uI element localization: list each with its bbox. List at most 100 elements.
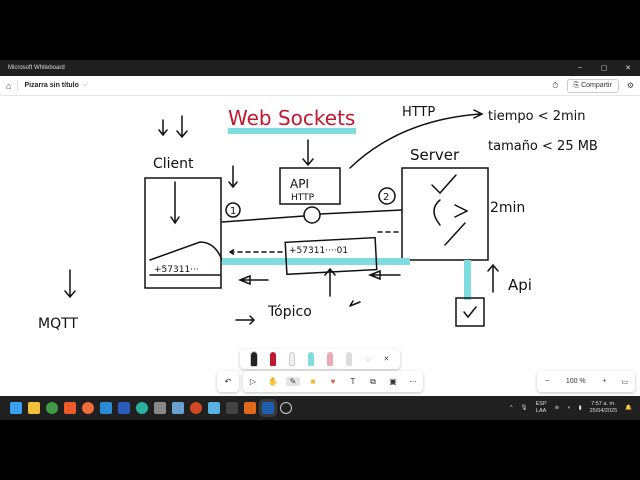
api-pipe (464, 260, 471, 300)
whiteboard-canvas[interactable]: Web Sockets HTTP tiempo < 2min tamaño < … (0, 96, 640, 395)
board-title: Web Sockets (228, 106, 355, 130)
notification-icon[interactable]: 🔔 (625, 405, 632, 411)
hand-icon[interactable]: ✋ (268, 377, 278, 386)
client-label: Client (153, 156, 194, 172)
volume-icon[interactable]: ◖ (567, 405, 571, 411)
size-rule: tamaño < 25 MB (488, 139, 598, 154)
templates-icon[interactable]: ▣ (389, 377, 397, 386)
client-phone: +57311··· (154, 265, 199, 275)
step-2: 2 (383, 192, 389, 203)
word-icon[interactable] (118, 402, 130, 414)
white-pen[interactable] (288, 352, 295, 366)
mqtt-arrow (64, 269, 76, 299)
api-box-label-2: HTTP (291, 193, 315, 203)
zoom-in-button[interactable]: + (602, 378, 607, 385)
undo-button[interactable]: ↶ (224, 377, 232, 386)
brave-icon[interactable] (64, 402, 76, 414)
app-icon[interactable] (82, 402, 94, 414)
fit-screen-icon[interactable]: ▭ (621, 378, 629, 386)
api-box (279, 167, 341, 205)
close-button[interactable]: ✕ (625, 65, 631, 72)
wifi-icon[interactable]: ≋ (554, 405, 560, 411)
sticky-note-icon[interactable]: ■ (310, 377, 316, 386)
clock[interactable]: 7:57 a. m.25/04/2025 (590, 401, 618, 415)
app-icon[interactable] (280, 402, 292, 414)
ruler[interactable] (346, 352, 353, 366)
device-box (455, 297, 485, 327)
zoom-out-button[interactable]: − (545, 378, 550, 385)
divider (17, 80, 19, 91)
pen-tray: ◌ ✕ (240, 349, 400, 369)
server-inner (431, 174, 469, 246)
arrow-to-rules (349, 109, 484, 169)
share-label: Compartir (581, 81, 612, 89)
black-pen[interactable] (249, 351, 258, 367)
microphone-icon[interactable]: 🎙 (520, 405, 528, 411)
zoom-bar: − 100 % + ▭ (537, 371, 635, 392)
edge-icon[interactable] (136, 402, 148, 414)
vscode-icon[interactable] (100, 402, 112, 414)
share-icon: ⎘ (573, 81, 582, 89)
heart-reaction-icon[interactable]: ♥ (330, 377, 336, 386)
zoom-level[interactable]: 100 % (565, 378, 586, 385)
time-rule: tiempo < 2min (488, 109, 586, 124)
red-pen[interactable] (269, 352, 276, 366)
down-arrows-1 (228, 165, 238, 189)
board-title[interactable]: Pizarra sin título (24, 82, 79, 89)
select-icon[interactable]: ▷ (249, 377, 257, 386)
dashed-arrow (229, 231, 403, 256)
connection-line (221, 209, 403, 223)
share-button[interactable]: ⎘ Compartir (566, 78, 619, 93)
http-label: HTTP (402, 105, 435, 120)
main-toolbar: ▷ ✋ ✎ ■ ♥ T ⧉ ▣ ··· (243, 371, 423, 392)
terminal-icon[interactable] (226, 402, 238, 414)
date: 25/04/2025 (589, 408, 618, 414)
start-icon[interactable] (10, 402, 22, 414)
topic-arrows (235, 300, 361, 325)
layout: LAA (535, 408, 547, 414)
powerpoint-icon[interactable] (190, 402, 202, 414)
topic-phone: +57311····01 (289, 246, 348, 256)
minimize-button[interactable]: – (578, 64, 582, 71)
app-icon[interactable] (172, 402, 184, 414)
title-highlight (228, 128, 356, 134)
arrows-bottom (237, 267, 401, 297)
shapes-icon[interactable]: ⧉ (370, 376, 376, 386)
more-button[interactable]: ··· (409, 377, 417, 386)
app-title: Microsoft Whiteboard (8, 65, 65, 71)
api-arrow (302, 139, 314, 167)
stopwatch-icon[interactable]: ⏱ (552, 80, 559, 90)
mqtt-label: MQTT (38, 316, 78, 332)
lasso-icon[interactable]: ◌ (365, 354, 371, 364)
server-label: Server (410, 146, 460, 164)
server-time: 2min (490, 200, 525, 216)
app-icon[interactable] (244, 402, 256, 414)
highlight-bar (222, 258, 410, 265)
text-icon[interactable]: T (350, 377, 356, 386)
step-1: 1 (230, 206, 236, 217)
down-arrows-client (158, 115, 188, 139)
pen-icon[interactable]: ✎ (286, 377, 300, 386)
undo-bar: ↶ (217, 371, 239, 392)
battery-icon[interactable]: ▮ (578, 405, 582, 411)
eraser[interactable] (327, 352, 334, 366)
gear-icon[interactable]: ⚙ (626, 81, 634, 90)
connector-circle (303, 206, 321, 224)
chevron-down-icon[interactable]: ⌵ (82, 82, 88, 88)
cyan-highlighter[interactable] (308, 352, 315, 366)
chevron-up-icon[interactable]: ^ (510, 405, 513, 411)
maximize-button[interactable]: ▢ (600, 65, 608, 72)
app-icon[interactable] (154, 402, 166, 414)
notepad-icon[interactable] (208, 402, 220, 414)
chrome-icon[interactable] (46, 402, 58, 414)
home-icon[interactable]: ⌂ (6, 80, 12, 91)
step-1-circle (225, 202, 241, 218)
file-explorer-icon[interactable] (28, 402, 40, 414)
whiteboard-icon[interactable] (259, 399, 277, 417)
device-check (463, 263, 499, 319)
whiteboard-window: Microsoft Whiteboard – ▢ ✕ ⌂ Pizarra sin… (0, 60, 640, 420)
close-tray-button[interactable]: ✕ (383, 356, 390, 363)
